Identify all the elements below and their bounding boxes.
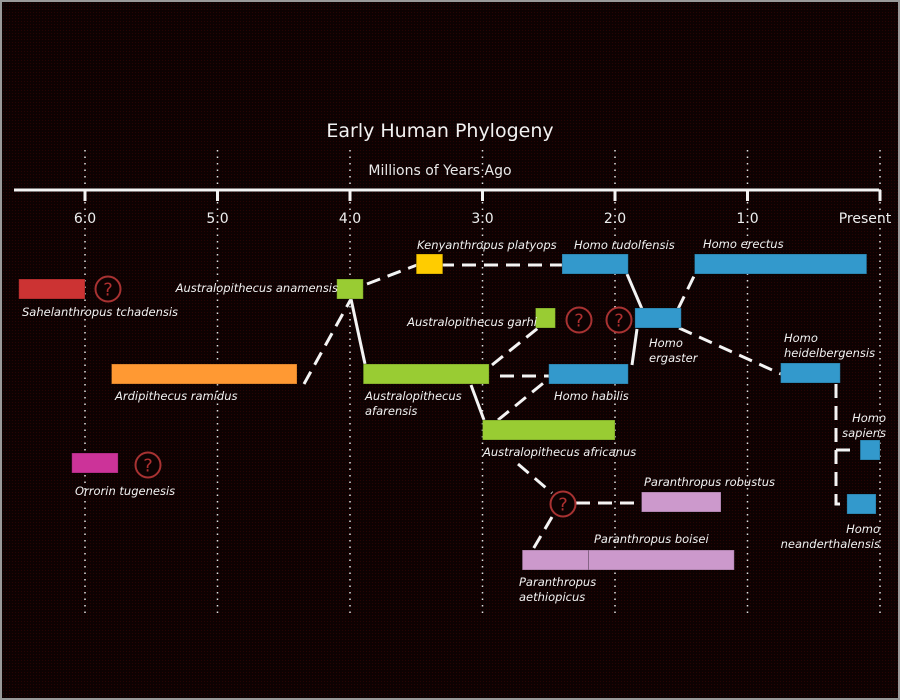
bar-habilis (548, 363, 629, 385)
species-label-kenya: Kenyanthropus platyops (417, 238, 557, 252)
bar-boisei (588, 549, 735, 571)
bar-anam (336, 278, 364, 300)
bar-neander (846, 493, 877, 515)
tick-label: 6.0 (74, 211, 96, 227)
species-label-aethiop: aethiopicus (519, 590, 585, 604)
bar-sapiens (859, 439, 881, 461)
bar-heidel (780, 362, 841, 384)
question-glyph: ? (614, 311, 624, 332)
bar-robustus (641, 491, 722, 513)
species-label-robustus: Paranthropus robustus (644, 475, 775, 489)
bar-kenya (415, 253, 444, 275)
question-glyph: ? (574, 311, 584, 332)
species-label-neander: neanderthalensis (781, 537, 880, 551)
bar-erectus (694, 253, 868, 275)
species-label-sapiens: sapiens (842, 426, 886, 440)
question-circle (605, 306, 633, 334)
tick-label: Present (839, 211, 892, 227)
species-label-ergaster: ergaster (649, 351, 699, 365)
question-mark-icon: ? (134, 451, 162, 479)
link-ergaster-to-heidel (678, 326, 782, 376)
species-label-rudolf: Homo rudolfensis (574, 238, 675, 252)
link-habilis-to-ergaster (630, 328, 639, 366)
species-label-afar: Australopithecus (364, 389, 462, 403)
question-circle (134, 451, 162, 479)
bar-rudolf (561, 253, 629, 275)
link-africanus-to-paranthropus-unknown (517, 462, 553, 495)
question-glyph: ? (103, 280, 113, 301)
question-mark-icon: ? (549, 490, 577, 518)
species-label-ardi: Ardipithecus ramidus (114, 389, 237, 403)
question-circle (549, 490, 577, 518)
species-label-africanus: Australopithecus africanus (482, 445, 636, 459)
chart-title: Early Human Phylogeny (326, 120, 553, 142)
species-label-anam: Australopithecus anamensis (175, 281, 338, 295)
species-label-orrorin: Orrorin tugenesis (75, 484, 175, 498)
bar-aethiop (521, 549, 589, 571)
bar-africanus (482, 419, 616, 441)
bar-sahel (18, 278, 86, 300)
link-anam-to-afar (349, 298, 367, 365)
link-ergaster-to-erectus (676, 265, 701, 310)
question-mark-icon: ? (565, 306, 593, 334)
species-label-erectus: Homo erectus (703, 237, 784, 251)
bar-ergaster (634, 307, 682, 329)
link-afar-to-garhi (491, 318, 549, 367)
tick-label: 3.0 (471, 211, 493, 227)
species-label-boisei: Paranthropus boisei (594, 532, 709, 546)
species-label-neander: Homo (846, 522, 880, 536)
bar-garhi (535, 307, 556, 329)
species-label-heidel: Homo (784, 331, 818, 345)
species-label-sahel: Sahelanthropus tchadensis (22, 305, 178, 319)
link-paranthropus-unknown-to-aethiop (530, 516, 554, 552)
question-circle (565, 306, 593, 334)
question-mark-icon: ? (94, 275, 122, 303)
link-ardi-to-anam (302, 298, 353, 385)
species-label-heidel: heidelbergensis (784, 346, 875, 360)
axis-label: Millions of Years Ago (368, 163, 511, 179)
tick-label: 1.0 (736, 211, 758, 227)
species-label-aethiop: Paranthropus (519, 575, 596, 589)
species-label-sapiens: Homo (852, 411, 886, 425)
bar-ardi (111, 363, 298, 385)
species-label-ergaster: Homo (649, 336, 683, 350)
link-rudolf-to-ergaster (625, 273, 644, 310)
question-glyph: ? (143, 456, 153, 477)
link-africanus-to-habilis (497, 374, 553, 422)
link-anam-to-kenya (366, 263, 418, 286)
bar-afar (362, 363, 490, 385)
question-glyph: ? (558, 495, 568, 516)
species-label-garhi: Australopithecus garhi (406, 315, 538, 329)
link-afar-to-africanus (469, 384, 486, 421)
bar-orrorin (71, 452, 119, 474)
question-mark-icon: ? (605, 306, 633, 334)
tick-label: 2.0 (604, 211, 626, 227)
species-label-afar: afarensis (365, 404, 417, 418)
link-heidel-to-neander (834, 450, 844, 506)
tick-label: 4.0 (339, 211, 361, 227)
tick-label: 5.0 (206, 211, 228, 227)
question-circle (94, 275, 122, 303)
species-label-habilis: Homo habilis (554, 389, 629, 403)
